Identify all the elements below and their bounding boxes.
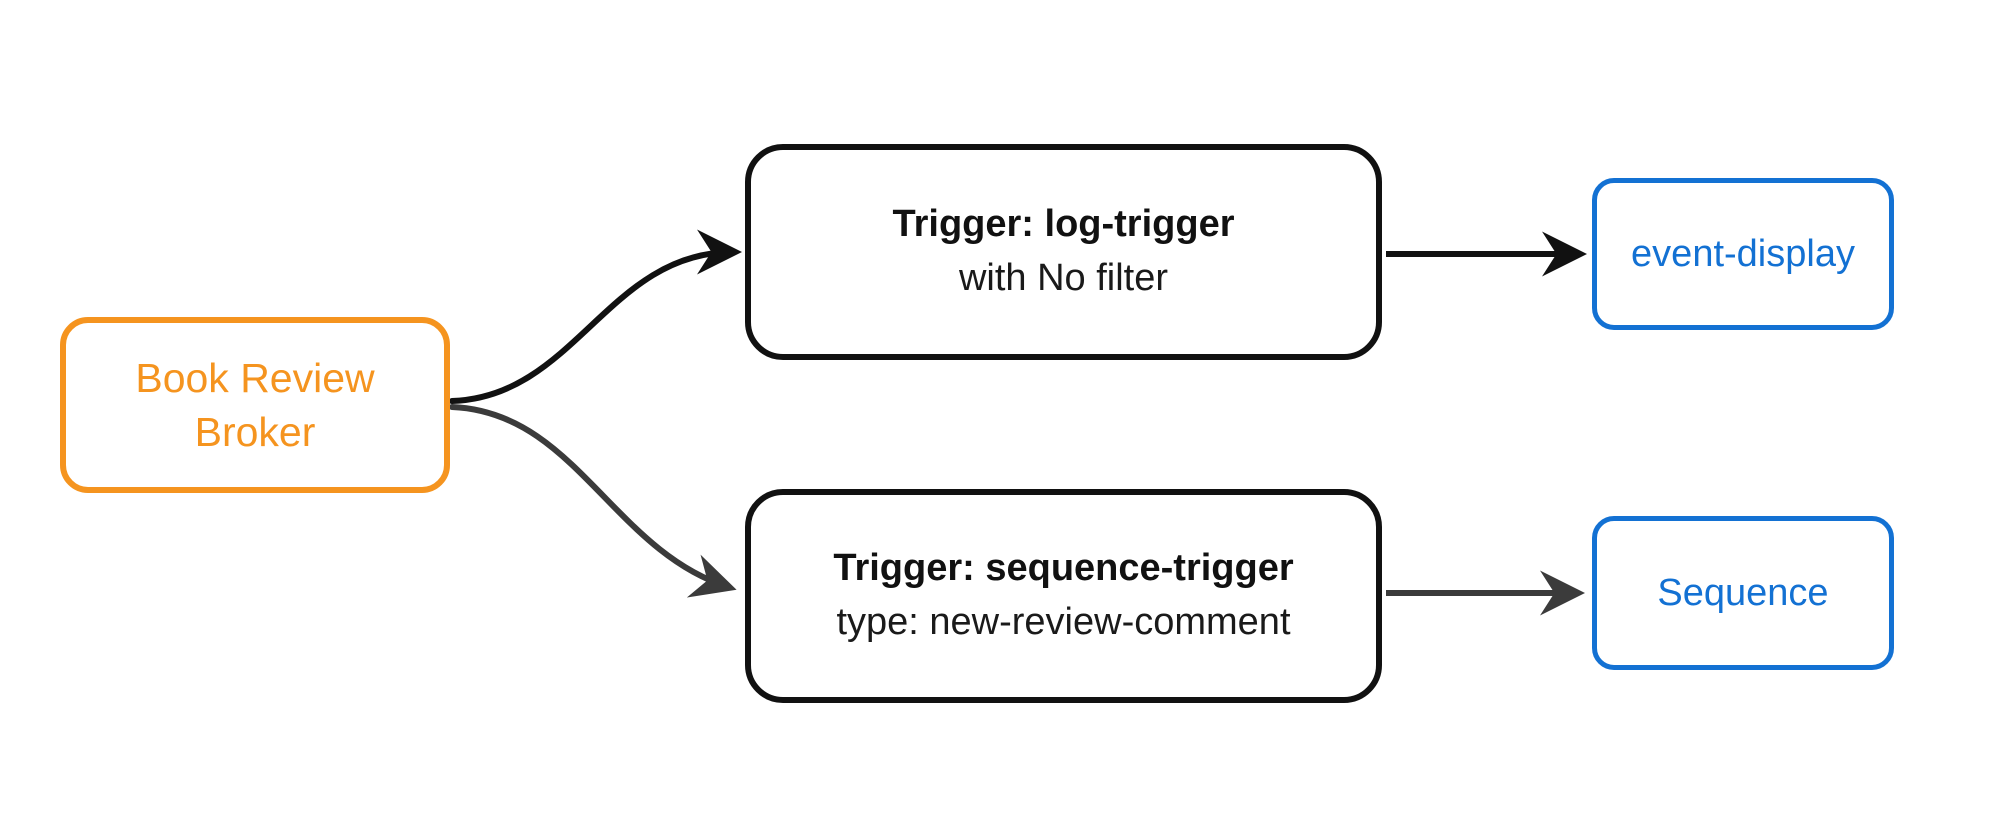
broker-label: Book Review Broker bbox=[135, 354, 375, 455]
node-sequence: Sequence bbox=[1592, 516, 1894, 670]
node-sequence-trigger: Trigger: sequence-trigger type: new-revi… bbox=[745, 489, 1382, 703]
node-log-trigger: Trigger: log-trigger with No filter bbox=[745, 144, 1382, 360]
edge-broker-to-log-trigger bbox=[449, 229, 742, 404]
edge-broker-to-sequence-trigger bbox=[449, 404, 737, 598]
sequence-trigger-subtitle: type: new-review-comment bbox=[836, 601, 1291, 643]
sequence-trigger-title: Trigger: sequence-trigger bbox=[833, 547, 1294, 590]
node-event-display: event-display bbox=[1592, 178, 1894, 330]
event-display-label: event-display bbox=[1631, 232, 1855, 275]
node-book-review-broker: Book Review Broker bbox=[60, 317, 450, 493]
log-trigger-title: Trigger: log-trigger bbox=[892, 203, 1235, 246]
sequence-label: Sequence bbox=[1657, 571, 1829, 614]
log-trigger-subtitle: with No filter bbox=[958, 257, 1169, 299]
